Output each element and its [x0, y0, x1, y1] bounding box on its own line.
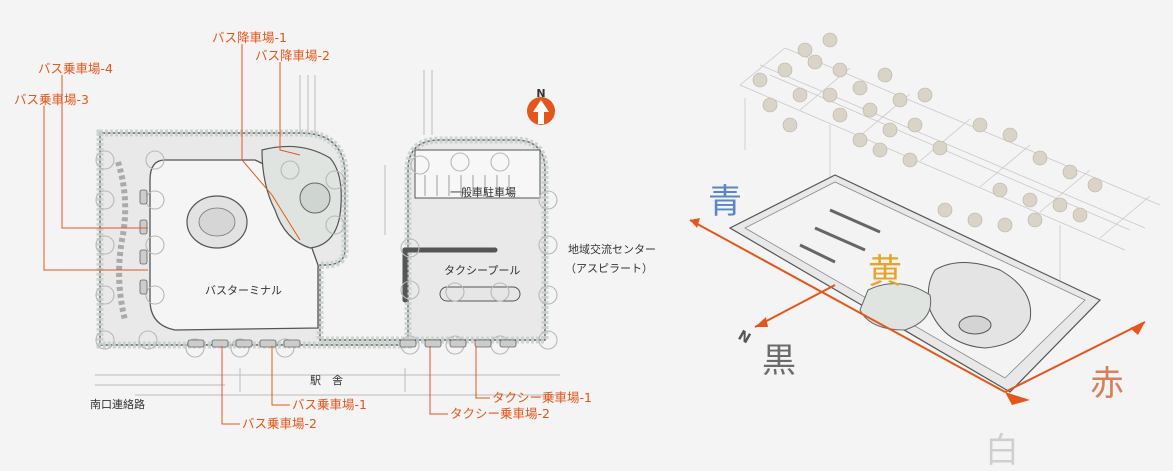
community-center-sub-label: （アスピラート）: [565, 262, 653, 275]
community-center-label: 地域交流センター: [568, 242, 656, 256]
taxi-board-2-label: タクシー乗車場-2: [450, 406, 550, 421]
taxi-pool-label: タクシープール: [444, 264, 520, 277]
iso-axes: [689, 219, 1146, 393]
parking-area: [414, 149, 541, 199]
bus-alight-2-label: バス降車場-2: [255, 48, 330, 63]
site-plan: [95, 70, 560, 396]
north-label: N: [536, 87, 545, 100]
bus-alight-1-label: バス降車場-1: [212, 30, 287, 45]
south-path-label: 南口連絡路: [90, 397, 145, 411]
yellow-label: 黄: [868, 252, 902, 292]
blue-label: 青: [708, 182, 742, 222]
parking-label: 一般車駐車場: [450, 185, 516, 199]
station-label: 駅 舎: [310, 374, 343, 387]
taxi-board-1-label: タクシー乗車場-1: [492, 390, 592, 405]
iso-north-label: N: [735, 328, 753, 348]
iso-trees: [752, 32, 1103, 233]
north-arrow-icon: N: [527, 87, 555, 125]
bus-board-4-label: バス乗車場-4: [38, 61, 113, 76]
bus-board-2-label: バス乗車場-2: [242, 416, 317, 431]
black-label: 黒: [762, 341, 796, 381]
bus-terminal-label: バスターミナル: [205, 284, 282, 297]
bus-board-3-label: バス乗車場-3: [14, 92, 89, 107]
iso-north-arrow-icon: [755, 317, 768, 327]
white-label: 白: [985, 431, 1019, 471]
bus-board-1-label: バス乗車場-1: [292, 397, 367, 412]
isometric-view: N 青 黄 黒 赤 白: [689, 32, 1161, 471]
leader-lines: [43, 44, 490, 425]
red-label: 赤: [1090, 364, 1124, 404]
